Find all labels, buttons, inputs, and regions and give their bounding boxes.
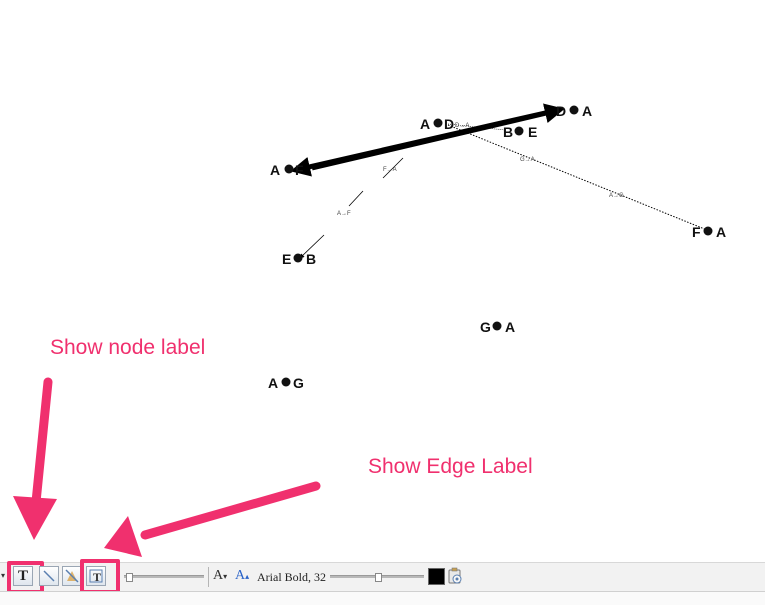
edge-a-f-to-e-b-upper[interactable]: [382, 157, 404, 179]
edge-label: D→A: [455, 123, 469, 129]
node-b-e[interactable]: B E: [503, 124, 537, 140]
node-label: B: [306, 251, 316, 267]
text-t-icon: T: [17, 567, 28, 584]
node-label: E: [528, 124, 537, 140]
node-label: A: [270, 162, 280, 178]
node-label: G: [293, 375, 304, 391]
node-a-f[interactable]: A F: [270, 162, 304, 178]
node-a-d[interactable]: A D: [420, 116, 454, 132]
dropdown-arrow-icon[interactable]: ▾: [1, 571, 6, 580]
edge-a-f-to-e-b-mid[interactable]: [348, 190, 364, 207]
graph-toolbar: ▾ T T A▾ A▴ Arial Bold, 32: [0, 559, 765, 594]
node-label: B: [503, 124, 513, 140]
edge-e-b-to-a-f[interactable]: [299, 234, 325, 259]
increase-font-size-button[interactable]: A▴: [235, 568, 250, 583]
node-f-a[interactable]: F A: [692, 224, 726, 240]
node-label: A: [505, 319, 515, 335]
edge-line-icon: [43, 570, 55, 582]
show-node-label-button[interactable]: T: [13, 566, 33, 586]
node-d-a[interactable]: D A: [556, 103, 592, 119]
node-label: F: [295, 162, 304, 178]
edge-a-d-to-f-a[interactable]: [447, 124, 708, 231]
node-g-a[interactable]: G A: [480, 319, 515, 335]
edge-label: A→F: [337, 211, 351, 217]
node-label: A: [268, 375, 278, 391]
label-color-swatch[interactable]: [428, 568, 445, 585]
font-size-label: A: [213, 568, 224, 583]
clipboard-settings-icon[interactable]: [446, 567, 464, 585]
node-label: D: [556, 103, 566, 119]
node-label: A: [582, 103, 592, 119]
node-label: E: [282, 251, 291, 267]
show-edge-label-button[interactable]: T: [86, 566, 106, 586]
graph-canvas[interactable]: F→A A→F G→A A→G D→A A D D A B E A F F A …: [0, 0, 765, 560]
node-label: A: [420, 116, 430, 132]
edge-line-button[interactable]: [39, 566, 59, 586]
slider-handle[interactable]: [126, 573, 133, 582]
slider-handle[interactable]: [375, 573, 382, 582]
edge-label-color-button[interactable]: [62, 566, 82, 586]
font-selector[interactable]: Arial Bold, 32: [257, 570, 326, 584]
edge-label: A→G: [609, 193, 624, 199]
font-size-label: A: [235, 568, 246, 583]
edge-d-a-to-a-f[interactable]: [290, 110, 546, 177]
edge-label-color-icon: [65, 569, 79, 583]
edge-a-d-to-b-e[interactable]: [447, 123, 506, 131]
edge-label: G→A: [520, 157, 535, 163]
font-size-slider[interactable]: [330, 573, 424, 582]
status-bar: [0, 591, 765, 605]
svg-text:T: T: [93, 570, 101, 584]
edge-label-size-slider[interactable]: [124, 573, 204, 582]
decrease-font-size-button[interactable]: A▾: [213, 568, 228, 583]
edge-label: F→A: [383, 167, 397, 173]
toolbar-divider: [208, 567, 209, 587]
node-label: A: [716, 224, 726, 240]
node-e-b[interactable]: E B: [282, 251, 316, 267]
node-a-g[interactable]: A G: [268, 375, 304, 391]
show-node-label-callout: Show node label: [50, 336, 206, 359]
node-label: G: [480, 319, 491, 335]
node-label: F: [692, 224, 701, 240]
show-edge-label-callout: Show Edge Label: [368, 455, 533, 478]
edge-text-icon: T: [89, 569, 103, 584]
node-label: D: [444, 116, 454, 132]
